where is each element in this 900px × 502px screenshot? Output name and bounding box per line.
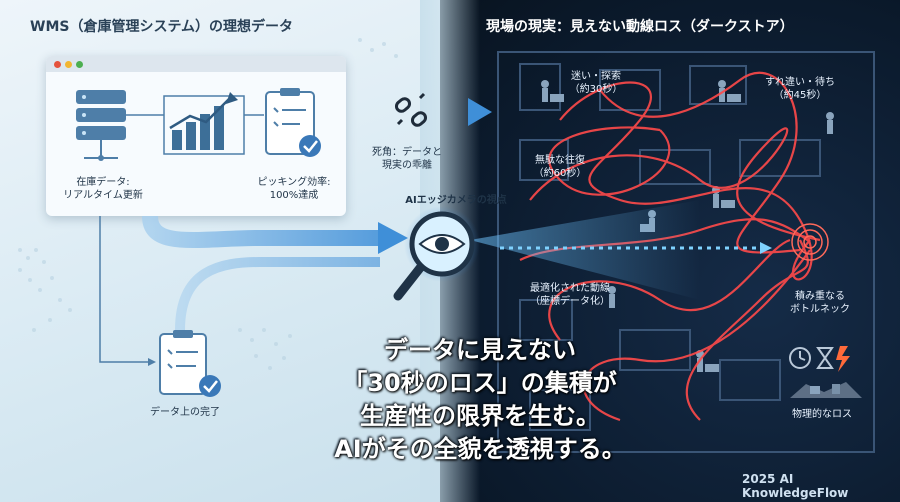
data-flow-arrow bbox=[142, 215, 380, 249]
blindspot-arrowhead bbox=[468, 98, 492, 126]
bar-chart-icon bbox=[163, 92, 245, 155]
inventory-label: 在庫データ: リアルタイム更新 bbox=[58, 176, 148, 202]
wasted-label-line2: （約60秒） bbox=[533, 168, 587, 179]
ai-eye-magnifier-icon bbox=[393, 206, 480, 301]
clock-icon bbox=[789, 347, 811, 369]
completed-clipboard-icon bbox=[159, 330, 221, 397]
optimized-label-line2: （座標データ化） bbox=[530, 296, 610, 307]
debris-pile-icon bbox=[790, 382, 862, 398]
lost-label: 迷い・探索 （約30秒） bbox=[556, 70, 636, 96]
wasted-label: 無駄な往復 （約60秒） bbox=[520, 154, 600, 180]
optimized-label: 最適化された動線 （座標データ化） bbox=[520, 282, 620, 308]
tree-arrowhead bbox=[148, 358, 156, 366]
close-dot-icon bbox=[54, 61, 61, 68]
headline-line2: 「30秒のロス」の集積が bbox=[343, 369, 617, 397]
inventory-label-line2: リアルタイム更新 bbox=[63, 190, 143, 201]
headline-line1: データに見えない bbox=[384, 336, 576, 364]
passing-label: すれ違い・待ち （約45秒） bbox=[750, 76, 850, 102]
passing-label-line1: すれ違い・待ち bbox=[765, 77, 835, 88]
blindspot-label-line1: 死角：データと bbox=[372, 147, 442, 158]
headline: データに見えない 「30秒のロス」の集積が 生産性の限界を生む。 AIがその全貌… bbox=[300, 334, 660, 466]
data-flow-arrow-secondary bbox=[175, 257, 380, 331]
window-titlebar bbox=[46, 56, 346, 72]
passing-label-line2: （約45秒） bbox=[773, 90, 827, 101]
server-icon bbox=[76, 90, 126, 161]
camera-label: AIエッジカメラの視点 bbox=[405, 195, 507, 206]
inventory-label-line1: 在庫データ: bbox=[76, 177, 130, 188]
hourglass-icon bbox=[816, 347, 834, 369]
clipboard-check-icon bbox=[265, 88, 321, 157]
optimized-label-line1: 最適化された動線 bbox=[530, 283, 610, 294]
headline-line4: AIがその全貌を透視する。 bbox=[334, 435, 626, 463]
warning-bolt-icon bbox=[836, 346, 850, 372]
bottleneck-vortex-icon bbox=[791, 223, 829, 261]
data-flow-arrowhead bbox=[378, 222, 408, 254]
data-complete-label: データ上の完了 bbox=[150, 407, 220, 418]
blindspot-label-line2: 現実の乖離 bbox=[382, 160, 432, 171]
lost-label-line1: 迷い・探索 bbox=[571, 71, 621, 82]
lost-label-line2: （約30秒） bbox=[569, 84, 623, 95]
left-title: WMS（倉庫管理システム）の理想データ bbox=[30, 19, 294, 35]
picking-label-line1: ピッキング効率: bbox=[257, 177, 331, 188]
wasted-label-line1: 無駄な往復 bbox=[535, 155, 585, 166]
footer-credit: 2025 AI KnowledgeFlow bbox=[742, 472, 849, 500]
physical-loss-label: 物理的なロス bbox=[792, 409, 852, 420]
headline-line3: 生産性の限界を生む。 bbox=[360, 402, 600, 430]
right-title: 現場の現実：見えない動線ロス（ダークストア） bbox=[486, 19, 794, 35]
camera-view-beam bbox=[470, 200, 700, 300]
maximize-dot-icon bbox=[76, 61, 83, 68]
picking-label: ピッキング効率: 100%達成 bbox=[244, 176, 344, 202]
blindspot-label: 死角：データと 現実の乖離 bbox=[364, 146, 450, 172]
optimized-path-arrowhead bbox=[760, 242, 772, 254]
warehouse-floor-plan bbox=[497, 51, 875, 453]
bottleneck-label: 積み重なる ボトルネック bbox=[780, 290, 860, 316]
minimize-dot-icon bbox=[65, 61, 72, 68]
bottleneck-label-line2: ボトルネック bbox=[790, 304, 850, 315]
tree-line bbox=[99, 216, 150, 363]
picking-label-line2: 100%達成 bbox=[269, 190, 319, 201]
bottleneck-label-line1: 積み重なる bbox=[795, 291, 845, 302]
broken-link-icon bbox=[394, 92, 428, 127]
